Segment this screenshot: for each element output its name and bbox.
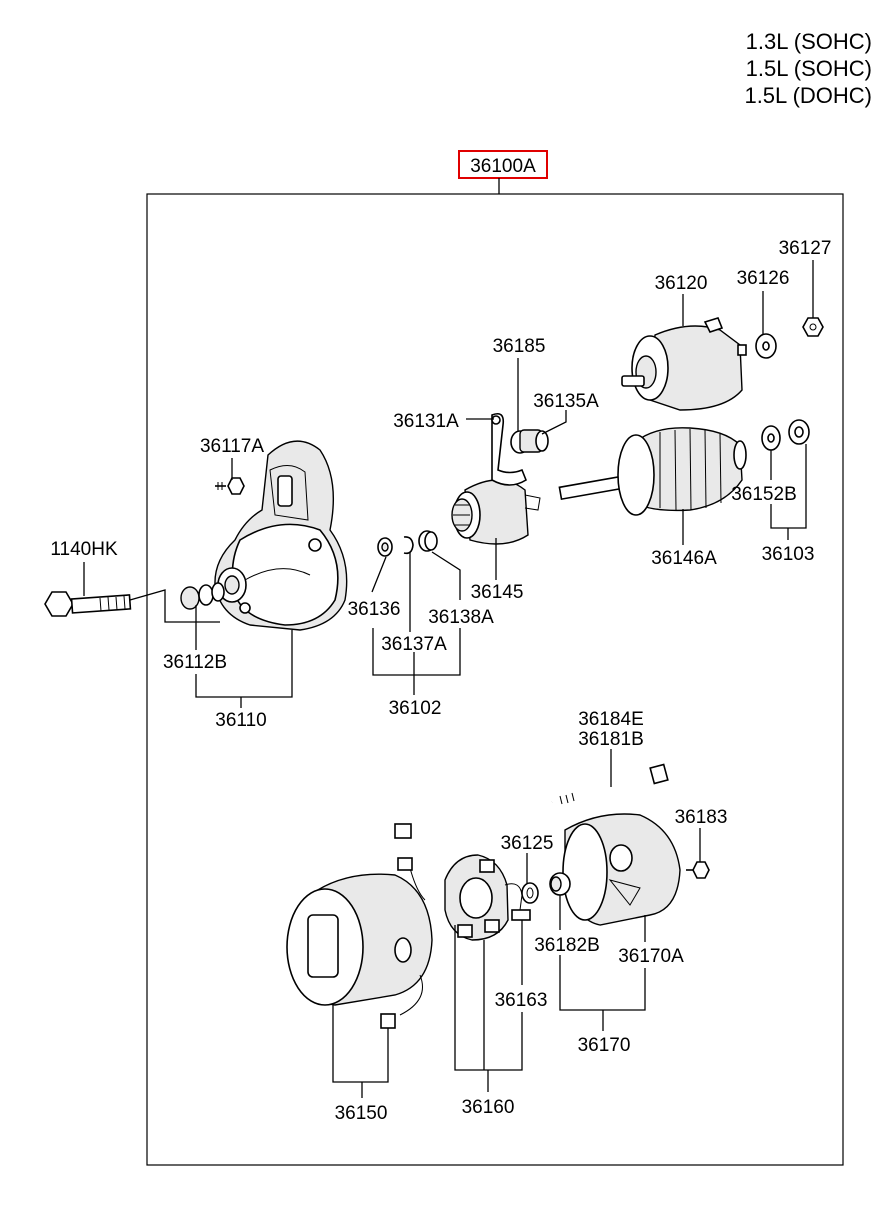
label-36152b[interactable]: 36152B [731, 484, 797, 505]
label-36120[interactable]: 36120 [655, 273, 708, 294]
pinion-clutch-36145-drawing [451, 479, 541, 545]
yoke-36150-drawing [286, 823, 433, 1029]
label-36163[interactable]: 36163 [495, 990, 548, 1011]
assembly-code[interactable]: 36100A [470, 156, 536, 177]
label-36126[interactable]: 36126 [737, 268, 790, 289]
engine-variant-1: 1.3L (SOHC) [746, 29, 872, 54]
grommet-36182b-drawing [549, 872, 571, 896]
label-36183[interactable]: 36183 [675, 807, 728, 828]
label-1140hk[interactable]: 1140HK [50, 539, 118, 560]
washers-36103-drawing [761, 419, 810, 451]
label-36146a[interactable]: 36146A [651, 548, 717, 569]
label-36127[interactable]: 36127 [779, 238, 832, 259]
shift-lever-36131a-drawing [491, 412, 549, 486]
label-36184e[interactable]: 36184E [578, 709, 644, 730]
rear-cover-36170a-drawing [562, 813, 681, 926]
engine-variant-3: 1.5L (DOHC) [744, 83, 872, 108]
bolt-1140hk-drawing [44, 591, 132, 617]
nut-36127-drawing [802, 317, 824, 337]
label-36185[interactable]: 36185 [493, 336, 546, 357]
front-housing-36110-drawing [214, 440, 348, 631]
screw-36117a-drawing [215, 477, 245, 495]
label-36181b[interactable]: 36181B [578, 729, 644, 750]
label-36150[interactable]: 36150 [335, 1103, 388, 1124]
label-36145[interactable]: 36145 [471, 582, 524, 603]
part-labels: 36127 36120 36126 36185 36135A 36131A 36… [50, 238, 831, 1124]
label-36131a[interactable]: 36131A [393, 411, 459, 432]
label-36138a[interactable]: 36138A [428, 607, 494, 628]
label-36135a[interactable]: 36135A [533, 391, 599, 412]
solenoid-36120-drawing [621, 317, 747, 411]
engine-variants: 1.3L (SOHC) 1.5L (SOHC) 1.5L (DOHC) [744, 29, 872, 108]
label-36103[interactable]: 36103 [762, 544, 815, 565]
label-36117a[interactable]: 36117A [200, 436, 264, 457]
screw-36183-drawing [686, 861, 710, 879]
engine-variant-2: 1.5L (SOHC) [746, 56, 872, 81]
brush-holder-36160-drawing [444, 854, 509, 941]
washer-36126-drawing [755, 333, 777, 359]
through-bolt-36181b-drawing [551, 763, 669, 805]
label-36125[interactable]: 36125 [501, 833, 554, 854]
washers-36112b-drawing [180, 582, 225, 610]
brush-36163-drawing [504, 883, 531, 921]
label-36102[interactable]: 36102 [389, 698, 442, 719]
label-36182b[interactable]: 36182B [534, 935, 600, 956]
leader-lines [83, 260, 814, 1098]
label-36170a[interactable]: 36170A [618, 946, 684, 967]
assembly-callout[interactable]: 36100A [458, 150, 548, 194]
assembly-highlight-box[interactable] [458, 150, 548, 179]
label-36136[interactable]: 36136 [348, 599, 401, 620]
label-36160[interactable]: 36160 [462, 1097, 515, 1118]
rings-36102-drawing [377, 530, 438, 557]
label-36110[interactable]: 36110 [215, 710, 266, 731]
assembly-frame [146, 193, 844, 1166]
label-36170[interactable]: 36170 [578, 1035, 631, 1056]
label-36112b[interactable]: 36112B [163, 652, 227, 673]
label-36137a[interactable]: 36137A [381, 634, 447, 655]
armature-36146a-drawing [558, 427, 747, 516]
ring-36125-drawing [521, 882, 539, 904]
